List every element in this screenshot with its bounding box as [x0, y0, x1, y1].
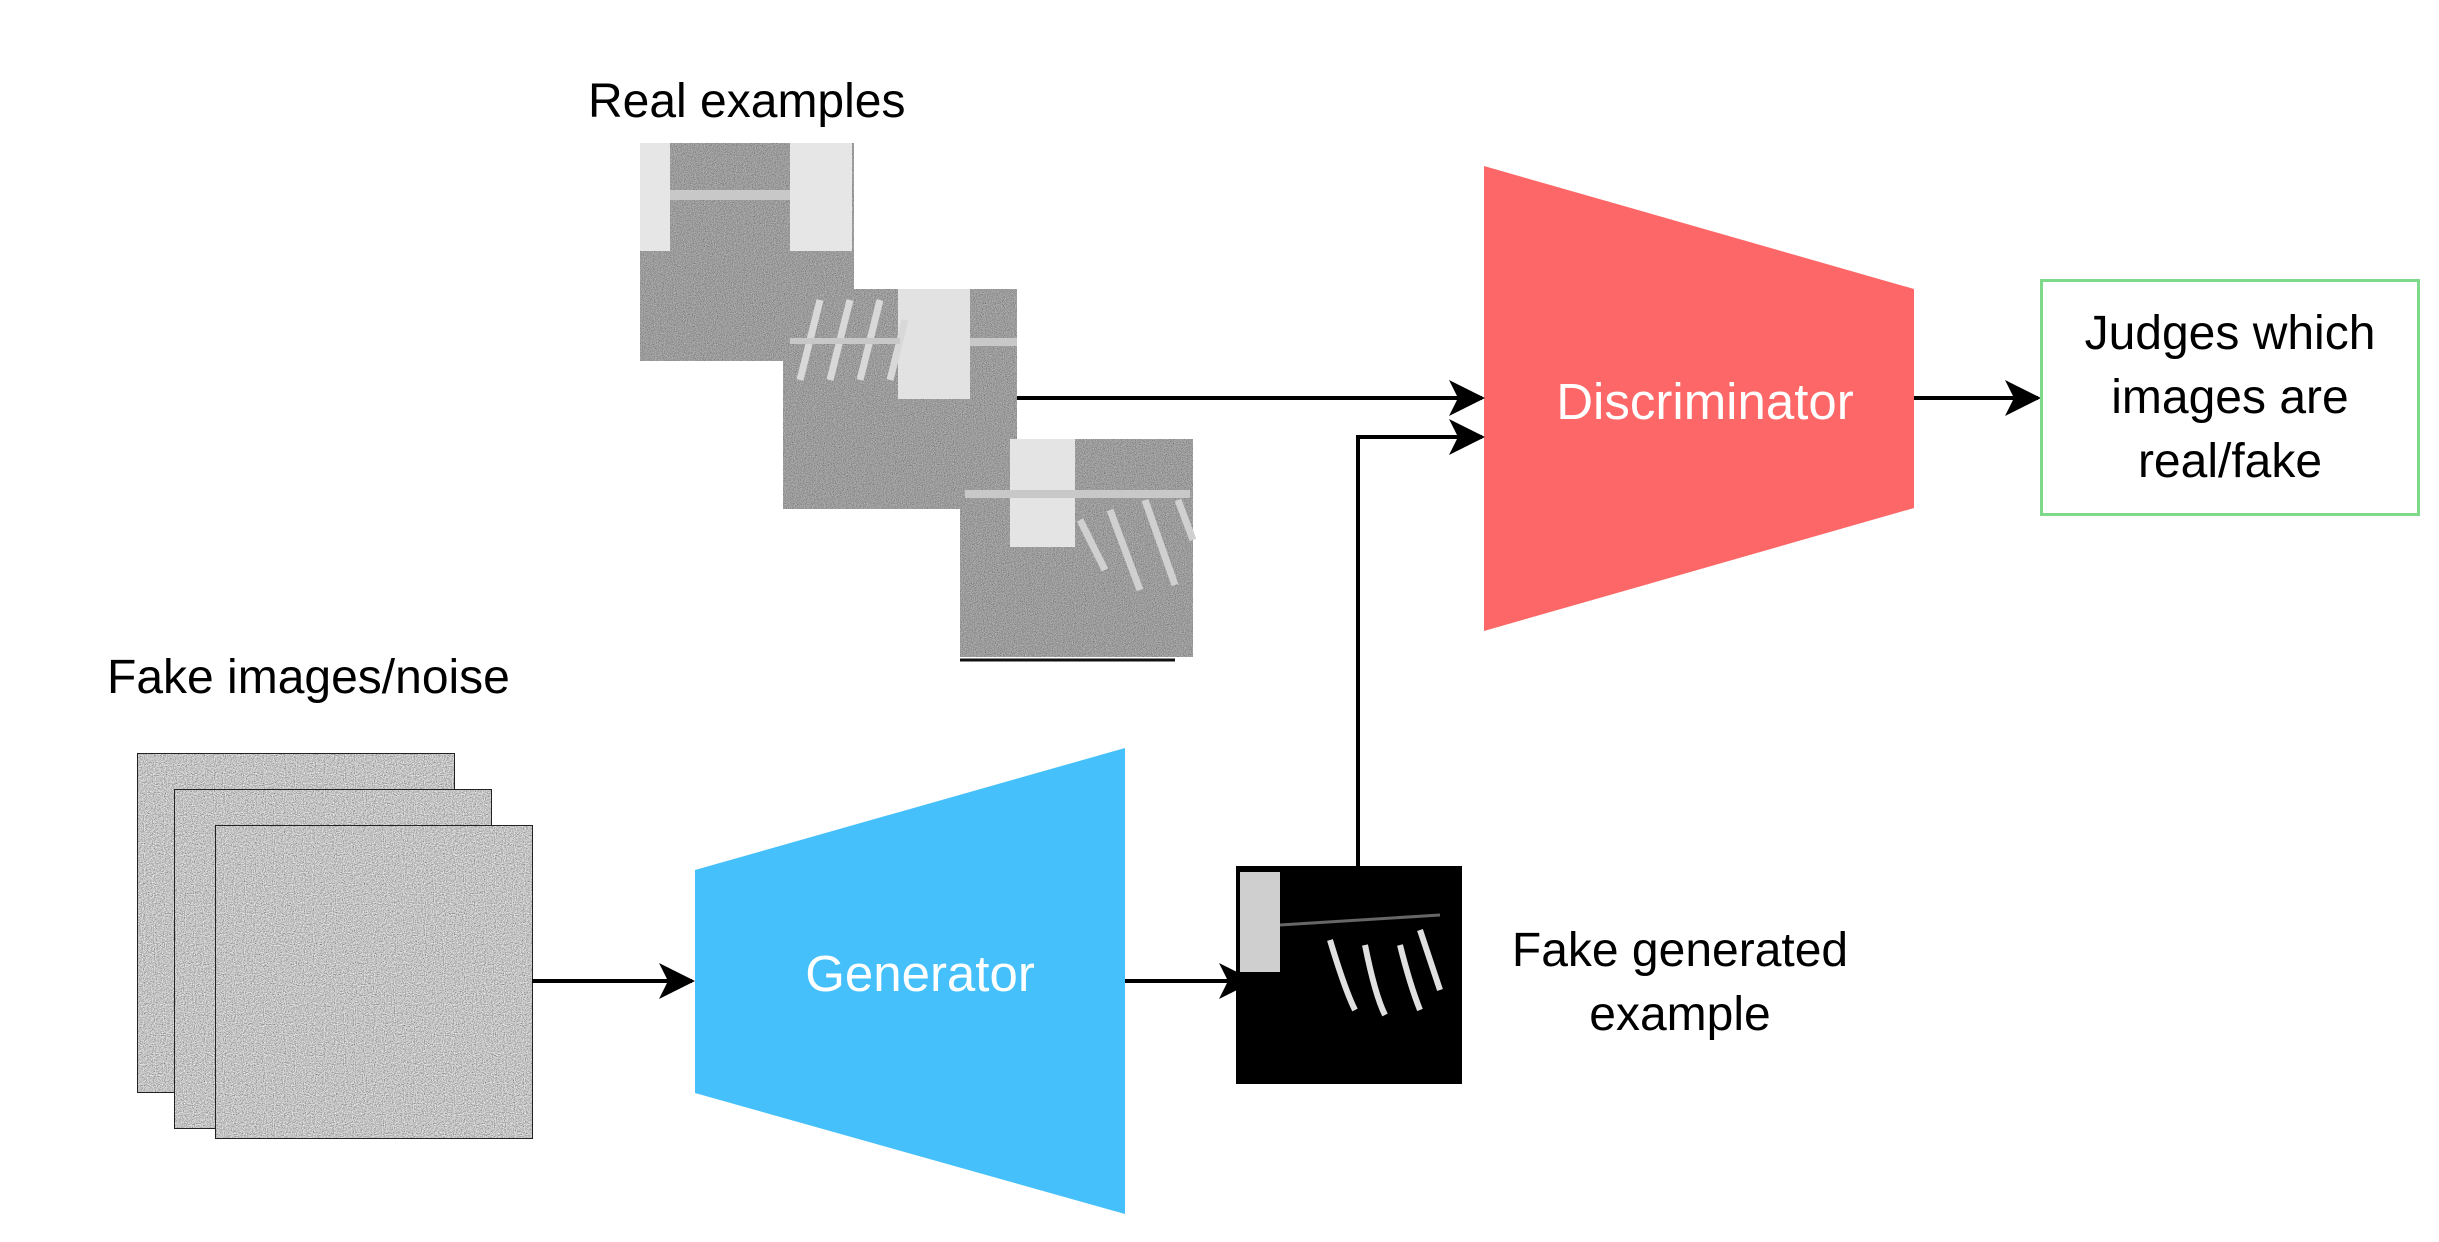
- fake-noise-label: Fake images/noise: [107, 651, 510, 704]
- fake-generated-label-line2: example: [1589, 988, 1771, 1041]
- fake-generated-example: [1236, 866, 1462, 1084]
- generator-label: Generator: [805, 945, 1035, 1002]
- real-examples-label: Real examples: [588, 75, 906, 128]
- real-example-2: [783, 289, 1017, 509]
- discriminator-block: [1484, 166, 1914, 631]
- discriminator-label: Discriminator: [1556, 373, 1854, 430]
- output-label-line2: images are: [2111, 370, 2349, 424]
- noise-stack: [137, 753, 533, 1139]
- fake-generated-label-line1: Fake generated: [1511, 924, 1849, 977]
- output-box: Judges which images are real/fake: [2040, 279, 2420, 516]
- output-label-line1: Judges which: [2084, 306, 2376, 360]
- generator-block: [695, 748, 1125, 1214]
- output-label-line3: real/fake: [2137, 434, 2323, 488]
- real-example-3: [960, 439, 1197, 662]
- arrow-fake-to-discriminator: [1356, 419, 1485, 866]
